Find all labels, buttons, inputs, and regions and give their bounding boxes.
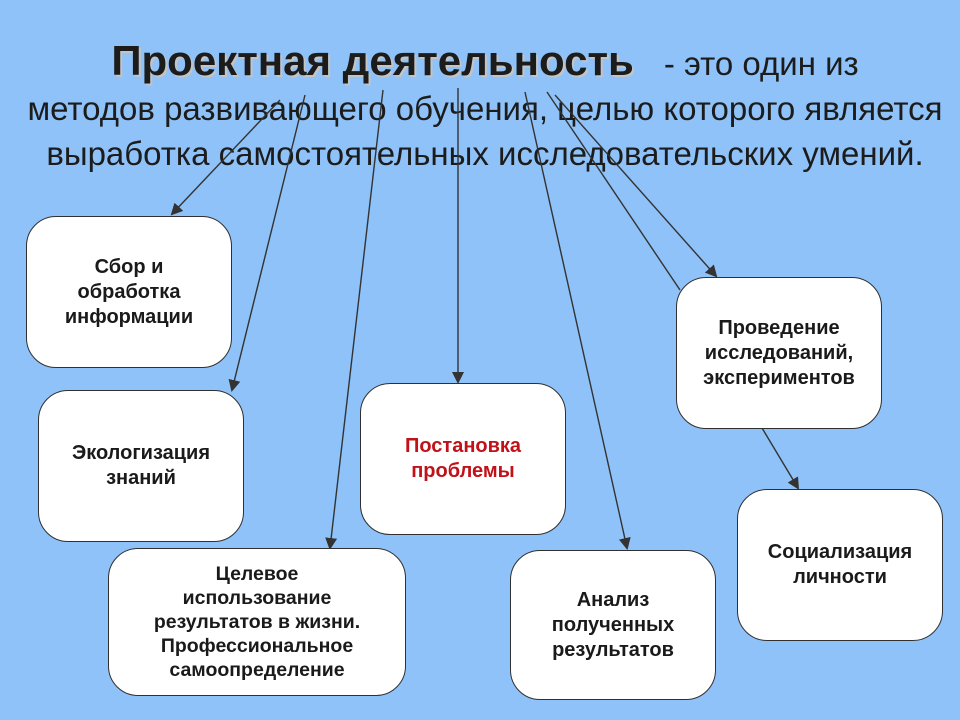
node-target-use: Целевое использование результатов в жизн… xyxy=(108,548,406,696)
node-problem: Постановка проблемы xyxy=(360,383,566,535)
arrow-to-research-a xyxy=(546,91,681,291)
term-title: Проектная деятельность xyxy=(111,37,634,84)
arrow-to-research-b xyxy=(554,94,718,278)
arrow-to-target-use xyxy=(325,89,384,550)
definition-heading: Проектная деятельность - это один из мето… xyxy=(20,38,950,176)
definition-text: методов развивающего обучения, целью кот… xyxy=(27,90,943,172)
node-ecology: Экологизация знаний xyxy=(38,390,244,542)
arrow-to-analysis xyxy=(524,91,631,550)
arrow-to-collect xyxy=(170,99,281,216)
node-collect: Сбор и обработка информации xyxy=(26,216,232,368)
node-research: Проведение исследований, экспериментов xyxy=(676,277,882,429)
arrow-to-socialization xyxy=(761,427,800,490)
node-analysis: Анализ полученных результатов xyxy=(510,550,716,700)
definition-line1: - это один из xyxy=(663,45,859,82)
node-socialization: Социализация личности xyxy=(737,489,943,641)
arrow-to-ecology xyxy=(228,94,306,392)
